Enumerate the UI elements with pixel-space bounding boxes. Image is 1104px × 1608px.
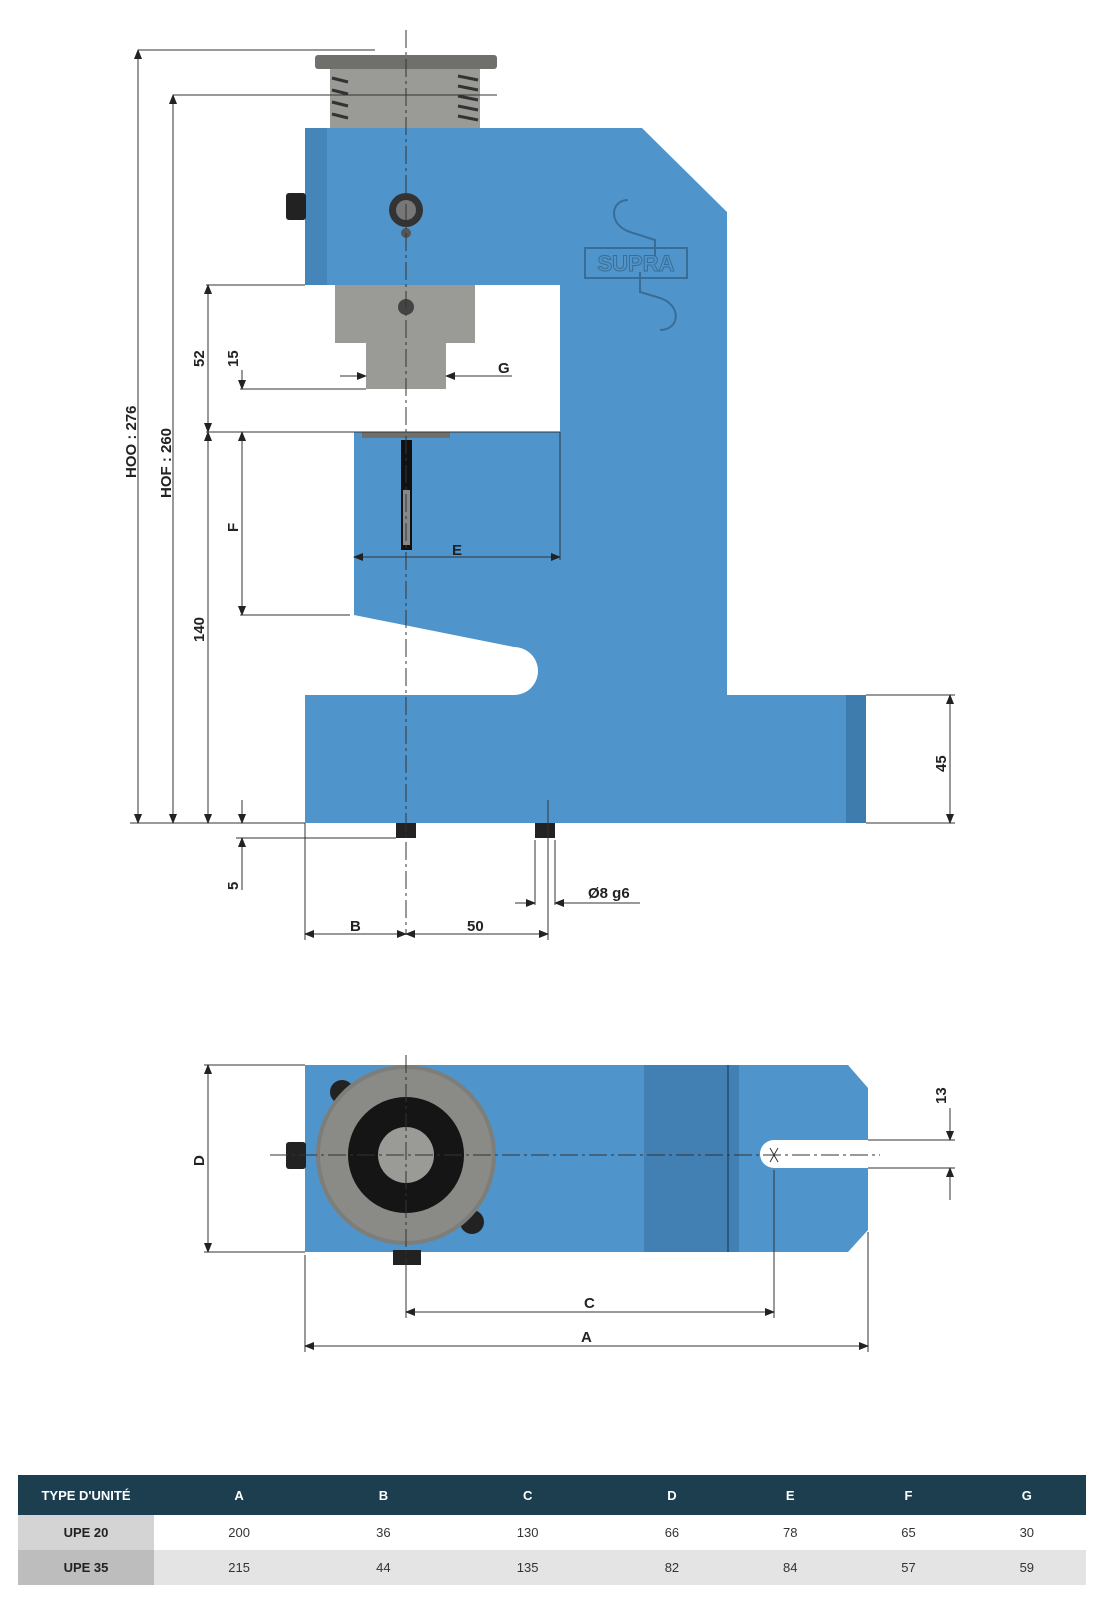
dim-15: 15 xyxy=(225,350,242,367)
pin-right xyxy=(535,823,555,838)
table-cell: 66 xyxy=(612,1515,732,1550)
table-cell: 36 xyxy=(324,1515,443,1550)
frame-side-shade-top xyxy=(305,128,327,285)
dim-f: F xyxy=(225,523,242,532)
table-header-cell: G xyxy=(967,1475,1086,1515)
table-header-cell: B xyxy=(324,1475,443,1515)
supra-logo: SUPRA xyxy=(584,199,688,331)
table-cell: 135 xyxy=(442,1550,613,1585)
table-row: UPE 20 200 36 130 66 78 65 30 xyxy=(18,1515,1086,1550)
dimension-table: TYPE D'UNITÉ A B C D E F G UPE 20 200 36… xyxy=(18,1475,1086,1585)
frame-body xyxy=(305,128,866,823)
dim-pin: Ø8 g6 xyxy=(588,885,630,902)
table-cell: 200 xyxy=(154,1515,325,1550)
table-row: UPE 35 215 44 135 82 84 57 59 xyxy=(18,1550,1086,1585)
table-cell-type: UPE 35 xyxy=(18,1550,154,1585)
dim-45: 45 xyxy=(933,755,950,772)
table-header-cell: TYPE D'UNITÉ xyxy=(18,1475,154,1515)
threaded-spindle xyxy=(330,69,480,129)
table-cell: 130 xyxy=(442,1515,613,1550)
dim-50: 50 xyxy=(467,918,484,935)
top-side-screw xyxy=(286,1142,306,1169)
dim-13: 13 xyxy=(933,1087,950,1104)
dim-c: C xyxy=(584,1295,595,1312)
dim-52: 52 xyxy=(191,350,208,367)
dim-hoo: HOO : 276 xyxy=(123,405,140,478)
dim-d: D xyxy=(191,1155,208,1166)
front-view: SUPRA xyxy=(123,30,955,940)
spring-coils xyxy=(331,74,479,122)
table-header-cell: F xyxy=(849,1475,968,1515)
dim-b: B xyxy=(350,918,361,935)
dim-hof: HOF : 260 xyxy=(158,428,175,498)
table-cell: 84 xyxy=(731,1550,850,1585)
dim-5: 5 xyxy=(225,882,242,890)
die-plate xyxy=(362,432,450,438)
table-cell: 215 xyxy=(154,1550,325,1585)
table-cell: 30 xyxy=(967,1515,1086,1550)
table-cell: 78 xyxy=(731,1515,850,1550)
dim-a: A xyxy=(581,1329,592,1346)
table-header-row: TYPE D'UNITÉ A B C D E F G xyxy=(18,1475,1086,1515)
table-cell: 44 xyxy=(324,1550,443,1585)
table-cell: 57 xyxy=(849,1550,968,1585)
table-cell: 65 xyxy=(849,1515,968,1550)
brand-label: SUPRA xyxy=(597,251,674,276)
table-header-cell: D xyxy=(612,1475,732,1515)
side-screw xyxy=(286,193,306,220)
table-cell: 82 xyxy=(612,1550,732,1585)
frame-side-shade-right xyxy=(846,695,866,823)
top-bottom-pin xyxy=(393,1250,421,1265)
dim-e: E xyxy=(452,542,462,559)
table-cell-type: UPE 20 xyxy=(18,1515,154,1550)
dim-140: 140 xyxy=(191,617,208,642)
technical-drawing: SUPRA xyxy=(123,30,955,1352)
table-cell: 59 xyxy=(967,1550,1086,1585)
top-view: D 13 C A xyxy=(191,1055,955,1352)
table-header-cell: E xyxy=(731,1475,850,1515)
table-header-cell: A xyxy=(154,1475,325,1515)
table-header-cell: C xyxy=(442,1475,613,1515)
dim-g: G xyxy=(498,360,510,377)
top-step-shade xyxy=(644,1065,739,1252)
